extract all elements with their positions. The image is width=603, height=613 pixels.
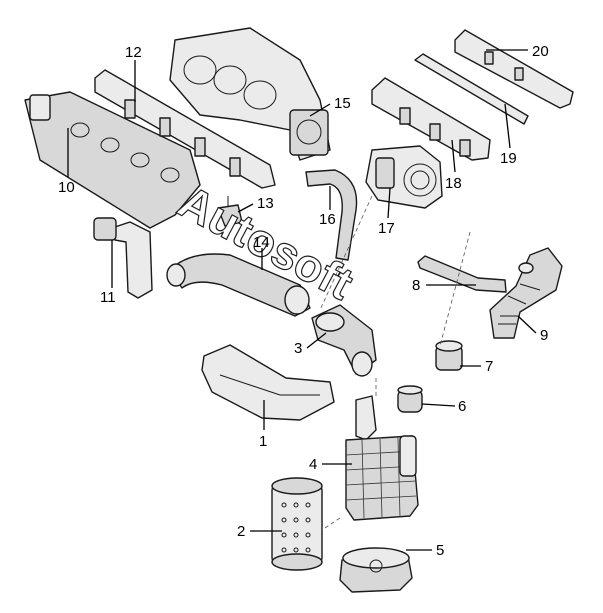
callout-20: 20 bbox=[532, 43, 549, 60]
callout-2: 2 bbox=[237, 523, 245, 540]
part-4-filter-housing bbox=[345, 395, 419, 521]
callout-10: 10 bbox=[58, 179, 75, 196]
callout-9: 9 bbox=[540, 327, 548, 344]
callout-8: 8 bbox=[412, 277, 420, 294]
callout-1: 1 bbox=[259, 433, 267, 450]
part-6-grommet bbox=[397, 385, 423, 413]
part-11-bracket bbox=[93, 217, 153, 299]
leader-lines bbox=[67, 49, 537, 551]
part-10-exhaust-manifold bbox=[24, 91, 201, 229]
alignment-guides bbox=[319, 195, 471, 531]
part-18-fuel-rail bbox=[371, 77, 491, 161]
part-19-rail bbox=[414, 53, 529, 125]
callout-12: 12 bbox=[125, 44, 142, 61]
part-17-throttle-body bbox=[365, 145, 443, 209]
callout-6: 6 bbox=[458, 398, 466, 415]
part-7-cap bbox=[435, 340, 463, 371]
callout-19: 19 bbox=[500, 150, 517, 167]
part-14-intake-hose bbox=[166, 253, 311, 317]
part-2-filter-cartridge bbox=[271, 477, 323, 571]
callout-13: 13 bbox=[257, 195, 274, 212]
callout-17: 17 bbox=[378, 220, 395, 237]
part-8-hose bbox=[417, 255, 507, 293]
callout-3: 3 bbox=[294, 340, 302, 357]
part-3-connector bbox=[311, 304, 377, 377]
callout-18: 18 bbox=[445, 175, 462, 192]
part-15-intake-manifold bbox=[169, 27, 331, 161]
callout-14: 14 bbox=[253, 234, 270, 251]
callouts: 1 2 3 4 5 6 7 8 9 10 11 12 13 14 15 16 1… bbox=[58, 43, 549, 559]
callout-15: 15 bbox=[334, 95, 351, 112]
part-16-hose bbox=[305, 169, 358, 261]
callout-11: 11 bbox=[100, 289, 116, 306]
callout-7: 7 bbox=[485, 358, 493, 375]
part-1-airbox-base bbox=[201, 344, 335, 421]
part-5-cover bbox=[339, 547, 413, 593]
part-20-rail bbox=[454, 29, 574, 109]
part-9-corrugated-hose bbox=[489, 247, 563, 339]
callout-16: 16 bbox=[319, 211, 336, 228]
part-13-sensor bbox=[217, 196, 243, 227]
part-12-fuel-rail bbox=[94, 69, 276, 189]
callout-4: 4 bbox=[309, 456, 317, 473]
callout-5: 5 bbox=[436, 542, 444, 559]
